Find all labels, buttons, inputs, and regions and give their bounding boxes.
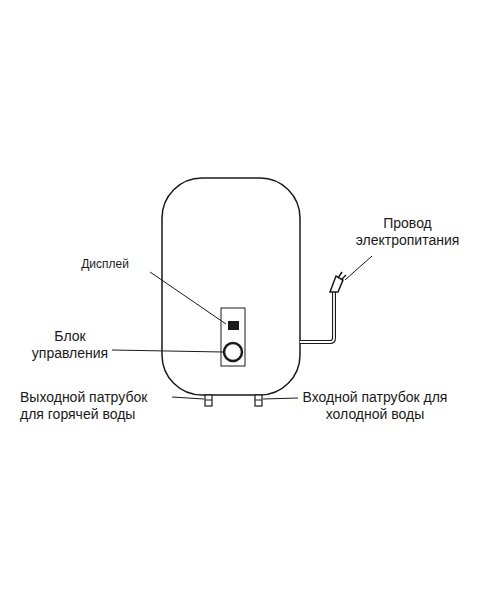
hot-outlet-label: Выходной патрубок для горячей воды bbox=[20, 389, 170, 423]
power-cord-inner bbox=[300, 292, 334, 342]
leader-line bbox=[112, 350, 223, 352]
leader-line bbox=[263, 398, 298, 399]
control-unit-label: Блок управления bbox=[28, 328, 112, 362]
plug-pin bbox=[338, 272, 342, 278]
pipe-thread bbox=[205, 400, 212, 401]
control-knob bbox=[224, 343, 242, 361]
display-label: Дисплей bbox=[60, 257, 150, 271]
power-cord bbox=[300, 292, 334, 342]
heater-body bbox=[162, 178, 300, 395]
leader-line bbox=[345, 256, 372, 280]
control-panel bbox=[221, 308, 245, 366]
power-plug bbox=[330, 276, 343, 292]
cold-water-pipe bbox=[255, 395, 262, 406]
display-screen bbox=[228, 321, 239, 330]
hot-water-pipe bbox=[205, 395, 212, 406]
leader-line bbox=[172, 397, 204, 399]
cold-inlet-label: Входной патрубок для холодной воды bbox=[300, 389, 450, 423]
pipe-thread bbox=[255, 400, 262, 401]
leader-line bbox=[150, 272, 226, 324]
power-cord-label: Провод электропитания bbox=[345, 215, 470, 249]
